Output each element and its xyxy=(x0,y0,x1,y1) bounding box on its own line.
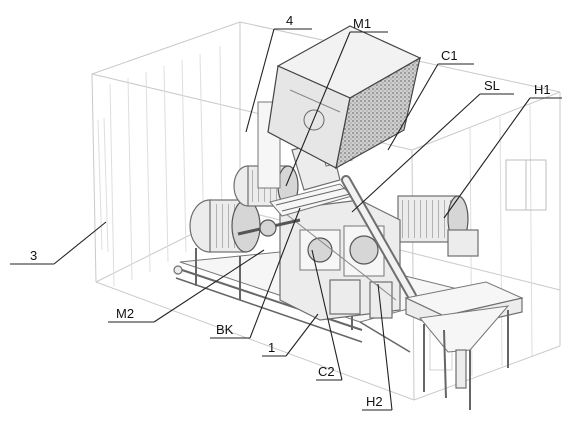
label-h1: H1 xyxy=(534,82,551,97)
motor-right xyxy=(397,195,479,257)
label-3: 3 xyxy=(30,248,37,263)
labels: 4 M1 C1 SL H1 3 M2 BK 1 C2 H2 xyxy=(30,13,551,409)
leader-lines xyxy=(10,28,562,411)
label-h2: H2 xyxy=(366,394,383,409)
label-c2: C2 xyxy=(318,364,335,379)
label-m2: M2 xyxy=(116,306,134,321)
label-bk: BK xyxy=(216,322,234,337)
container-outline xyxy=(91,21,561,401)
label-4: 4 xyxy=(286,13,293,28)
screen-box xyxy=(267,25,422,170)
screw-conveyor xyxy=(341,175,417,301)
motor-left xyxy=(189,199,261,253)
collection-hopper xyxy=(404,281,524,410)
label-m1: M1 xyxy=(353,16,371,31)
label-1: 1 xyxy=(268,340,275,355)
label-c1: C1 xyxy=(441,48,458,63)
label-sl: SL xyxy=(484,78,500,93)
